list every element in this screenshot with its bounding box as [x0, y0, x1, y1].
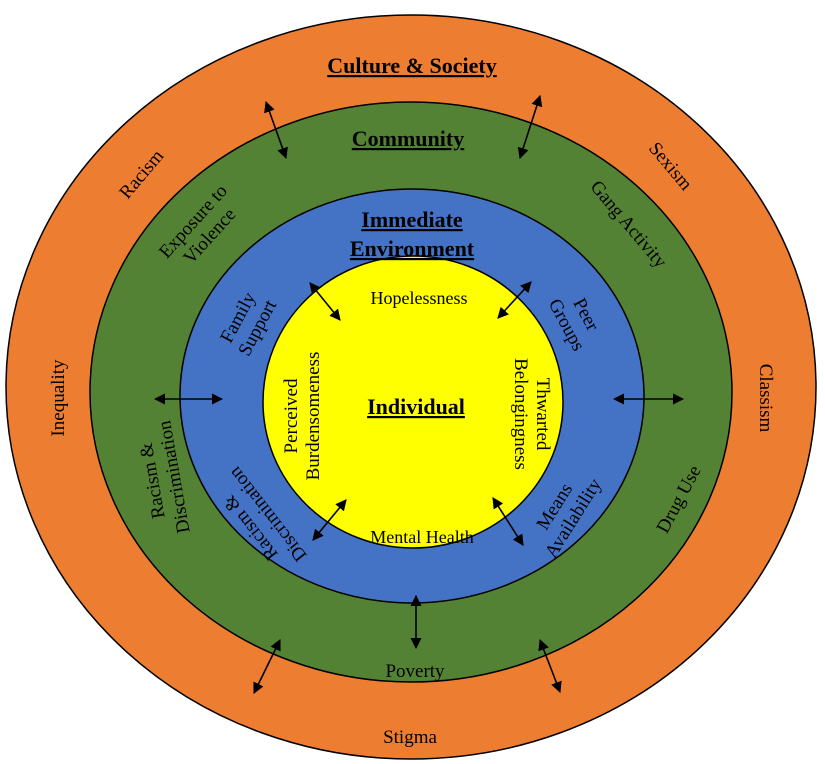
- svg-text:Burdensomeness: Burdensomeness: [303, 352, 324, 481]
- arrow-environment-individual-upper-right: [497, 281, 532, 319]
- society-label-stigma: Stigma: [383, 727, 437, 748]
- arrow-society-community-upper-left: [264, 100, 288, 160]
- individual-label-mental-health: Mental Health: [370, 527, 473, 547]
- arrow-society-community-upper-right: [517, 94, 543, 160]
- environment-title-line1: Immediate: [361, 207, 463, 232]
- arrow-environment-individual-lower-right: [492, 497, 524, 546]
- society-label-classism: Classism: [755, 364, 776, 433]
- society-label-inequality: Inequality: [48, 359, 69, 437]
- individual-label-thwarted-belongingness: Thwarted Belongingness: [510, 358, 553, 470]
- svg-text:Perceived: Perceived: [281, 378, 302, 453]
- svg-text:Belongingness: Belongingness: [510, 358, 531, 470]
- individual-title: Individual: [367, 394, 465, 419]
- arrow-environment-individual-upper-left: [309, 282, 341, 321]
- environment-title-line2: Environment: [350, 236, 475, 261]
- society-title: Culture & Society: [327, 53, 496, 78]
- svg-text:Thwarted: Thwarted: [532, 378, 553, 451]
- arrow-society-community-lower-left: [253, 638, 281, 695]
- community-label-poverty: Poverty: [385, 661, 445, 682]
- arrow-environment-individual-lower-left: [312, 499, 347, 541]
- community-title: Community: [352, 126, 464, 151]
- individual-label-perceived-burdensomeness: Perceived Burdensomeness: [281, 352, 324, 481]
- arrow-society-community-lower-right: [538, 638, 562, 694]
- individual-circle: [262, 255, 564, 549]
- individual-label-hopelessness: Hopelessness: [371, 288, 468, 308]
